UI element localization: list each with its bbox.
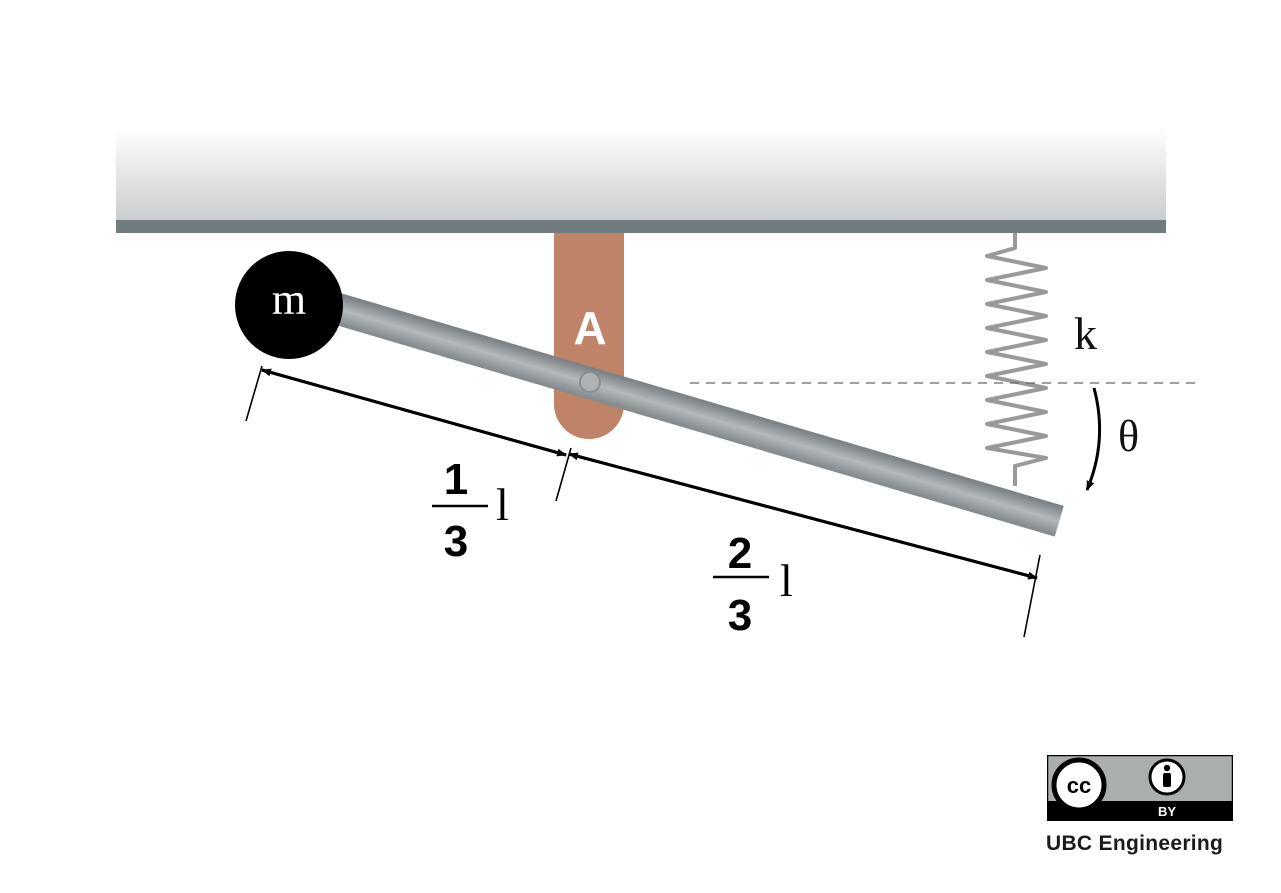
- attribution-icon: [1148, 758, 1186, 796]
- rigid-bar: [309, 286, 1064, 537]
- dimension-arrow-right-end: [568, 452, 1038, 580]
- credit-text: UBC Engineering: [1046, 832, 1224, 855]
- ceiling-body: [116, 128, 1166, 222]
- pivot-pin: [579, 371, 601, 393]
- spring-coil: [985, 233, 1048, 486]
- cc-text: cc: [1067, 773, 1091, 798]
- left-fraction-numerator: 1: [444, 455, 468, 504]
- ceiling: [116, 128, 1166, 233]
- pivot-label: A: [573, 302, 606, 354]
- cc-by-badge: cc BY: [1047, 755, 1233, 821]
- extension-line-pivot: [555, 447, 572, 502]
- left-length-symbol: l: [496, 479, 509, 530]
- right-length-label: 2 3 l: [713, 529, 793, 640]
- left-length-label: 1 3 l: [432, 455, 509, 566]
- mass-label: m: [272, 275, 306, 324]
- angle-label: θ: [1118, 412, 1139, 461]
- spring-label: k: [1074, 308, 1097, 359]
- license-block: cc BY: [1047, 755, 1233, 821]
- dimension-arrow-left-end: [261, 368, 567, 457]
- mass-ball: [235, 251, 343, 359]
- cc-icon: cc: [1051, 757, 1107, 813]
- angle-arrow: [1085, 387, 1102, 491]
- by-text: BY: [1158, 804, 1176, 819]
- right-fraction-numerator: 2: [728, 529, 752, 578]
- right-length-symbol: l: [780, 555, 793, 606]
- ceiling-edge: [116, 220, 1166, 233]
- left-fraction-denominator: 3: [444, 517, 468, 566]
- right-fraction-denominator: 3: [728, 591, 752, 640]
- extension-line-right: [1023, 554, 1041, 638]
- extension-line-left: [245, 365, 263, 422]
